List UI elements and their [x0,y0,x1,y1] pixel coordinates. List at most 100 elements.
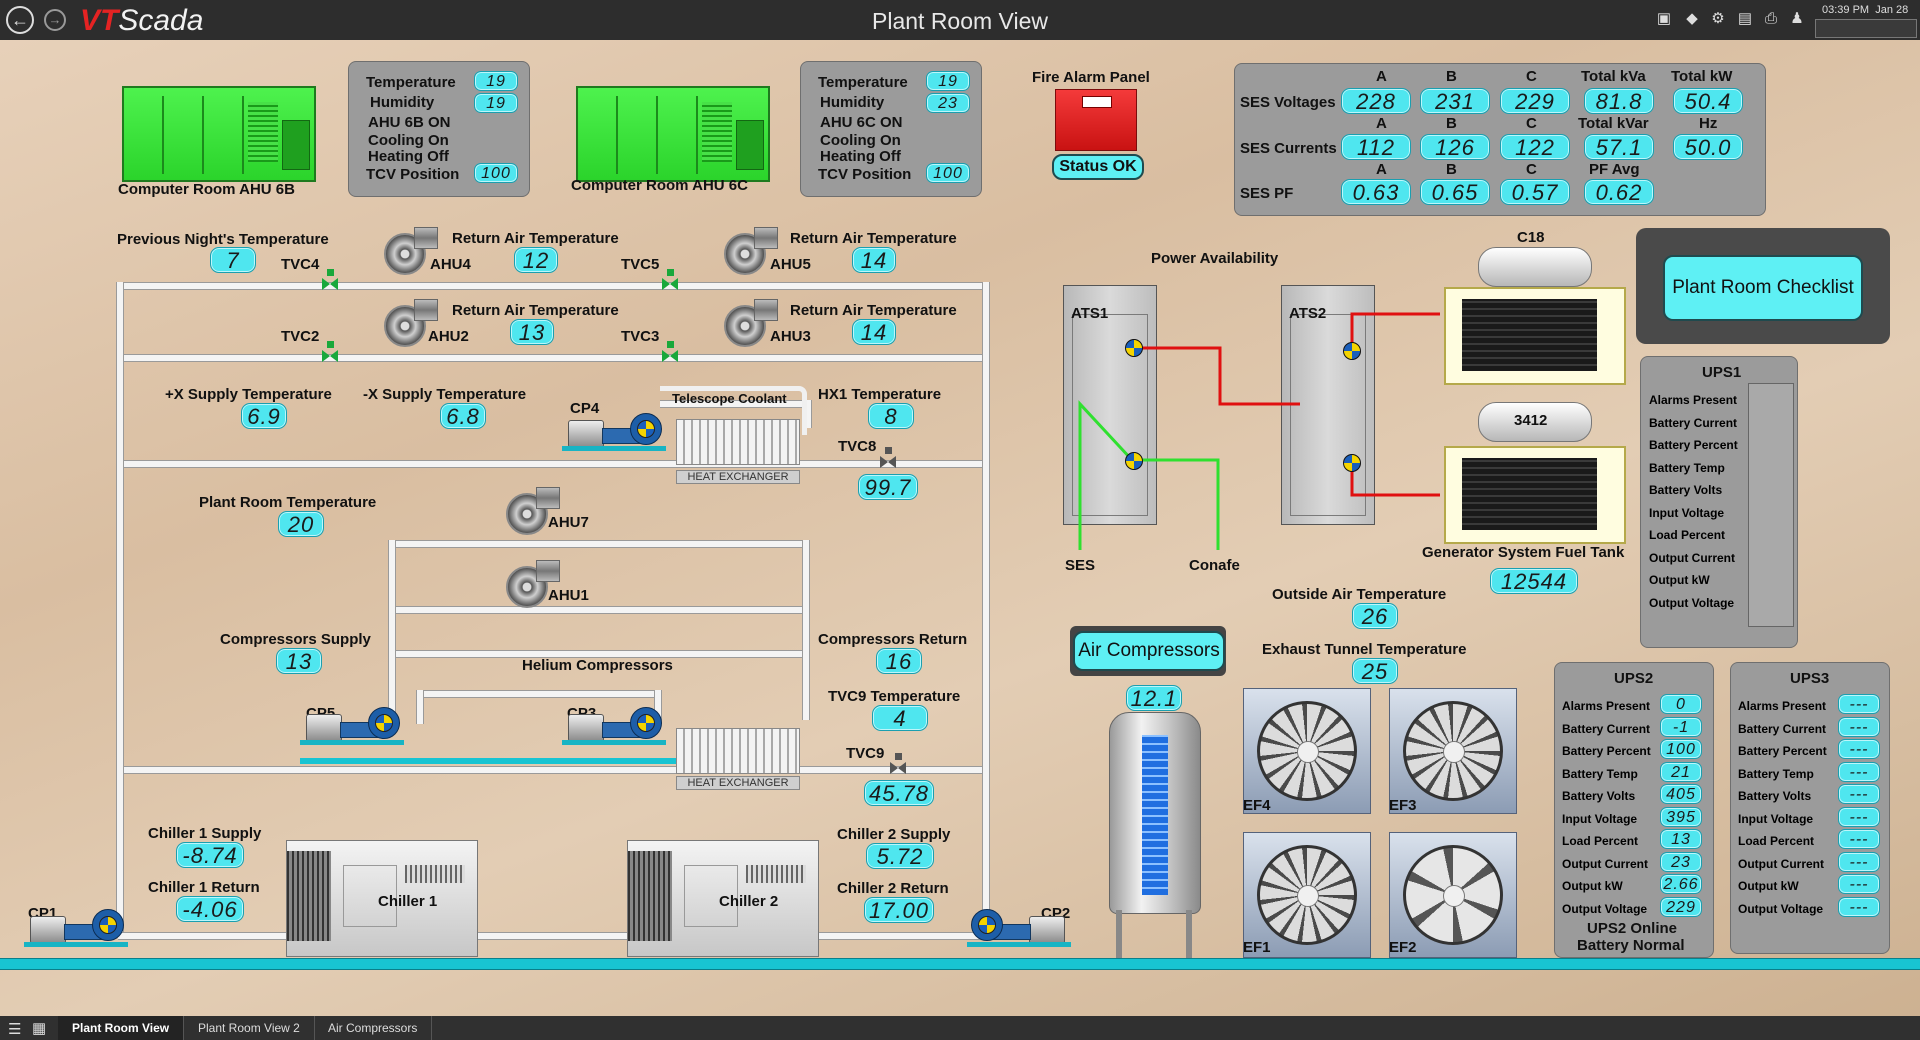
plant-room-temp-value: 20 [278,511,324,537]
tvc3-label: TVC3 [621,328,660,345]
ups3-value: --- [1838,851,1880,872]
ahu5-fan-icon[interactable] [724,227,778,275]
tvc8-value: 99.7 [858,474,918,500]
fire-alarm-status[interactable]: Status OK [1052,154,1144,180]
ahu-6b-status1: AHU 6B ON [368,114,451,131]
chiller-1[interactable] [286,840,478,957]
ups1-label: Alarms Present [1649,393,1738,407]
ups3-label: Load Percent [1738,834,1815,848]
ahu4-label: AHU4 [430,256,471,273]
ups2-label: Output Voltage [1562,901,1648,916]
ahu3-fan-icon[interactable] [724,299,778,347]
ahu2-fan-icon[interactable] [384,299,438,347]
ahu4-fan-icon[interactable] [384,227,438,275]
ups2-value: -1 [1660,716,1702,737]
tvc5-label: TVC5 [621,256,660,273]
c18-generator[interactable] [1444,287,1626,385]
chiller-2[interactable] [627,840,819,957]
ats2-breaker-1-icon[interactable] [1343,342,1361,360]
pipe [390,606,808,614]
cp2-pump-icon[interactable] [967,904,1071,947]
ses-col-a: A [1376,68,1387,85]
menu-icon[interactable]: ☰ [8,1021,22,1038]
ahu-6c-hum: 23 [926,93,970,113]
ats1-breaker-2-icon[interactable] [1125,452,1143,470]
pipe [118,932,998,940]
ahu5-ret-label: Return Air Temperature [790,230,957,247]
tvc9-valve-icon[interactable] [890,753,906,774]
ahu-6c-temp: 19 [926,71,970,91]
back-icon[interactable]: ← [6,6,34,34]
cp5-pump-icon[interactable] [300,702,404,745]
plus-x-label: +X Supply Temperature [165,386,332,403]
tag-icon[interactable]: ◆ [1686,10,1698,27]
comp-supply-value: 13 [276,648,322,674]
tab-air-compressors[interactable]: Air Compressors [314,1016,433,1040]
ses-pf-avg-label: PF Avg [1589,161,1640,178]
plant-room-checklist-button[interactable]: Plant Room Checklist [1663,255,1863,321]
ups3-label: Output kW [1738,879,1799,893]
ahu-6b-unit[interactable] [122,86,316,182]
pipe [660,400,810,408]
logo-scada: Scada [118,4,204,37]
air-compressors-button[interactable]: Air Compressors [1073,631,1225,671]
ahu-6c-unit[interactable] [576,86,770,182]
ef2-fan[interactable] [1389,832,1517,958]
ses-total-kvar-label: Total kVar [1578,115,1649,132]
ups2-values: 0 -1 100 21 405 395 13 23 2.66 229 [1660,694,1702,919]
clock-date: Jan 28 [1875,4,1909,16]
fire-alarm-panel-icon[interactable] [1055,89,1137,151]
forward-icon[interactable]: → [44,9,66,31]
ups2-value: 13 [1660,829,1702,849]
ses-pf-a: 0.63 [1341,179,1411,205]
pipe [660,386,807,435]
cp4-pump-icon[interactable] [562,408,666,451]
gear-icon[interactable]: ⚙ [1711,10,1725,27]
ahu3-label: AHU3 [770,328,811,345]
tank-leg [1186,910,1192,958]
ahu1-fan-icon[interactable] [506,560,560,608]
helium-label: Helium Compressors [522,657,673,674]
ahu3-ret-value: 14 [852,319,896,345]
tvc2-valve-icon[interactable] [322,341,338,362]
tvc8-valve-icon[interactable] [880,447,896,468]
ats2-breaker-2-icon[interactable] [1343,454,1361,472]
ahu4-ret-label: Return Air Temperature [452,230,619,247]
ef3-fan[interactable] [1389,688,1517,814]
image-icon[interactable]: ▣ [1656,10,1672,27]
ef4-label: EF4 [1243,797,1271,814]
printer-icon[interactable]: ⎙ [1764,10,1777,27]
g3412-tank-icon [1478,402,1592,442]
alarm-line[interactable] [1815,19,1917,38]
ups2-value: 21 [1660,761,1702,782]
cp1-pump-icon[interactable] [24,904,128,947]
ef4-fan[interactable] [1243,688,1371,814]
tvc4-label: TVC4 [281,256,320,273]
ses-col-c: C [1526,68,1537,85]
ups3-value: --- [1838,806,1880,827]
ups3-label: Output Current [1738,856,1824,871]
ahu-6b-status3: Heating Off [368,148,449,165]
tvc4-valve-icon[interactable] [322,269,338,290]
grid-icon[interactable]: ▦ [32,1020,47,1037]
ses-pf-b: 0.65 [1420,179,1490,205]
ch2-return-value: 17.00 [864,897,934,923]
ses-total-kvar: 57.1 [1584,134,1654,160]
tab-plant-room-view-2[interactable]: Plant Room View 2 [184,1016,315,1040]
tab-plant-room-view[interactable]: Plant Room View [58,1016,185,1040]
logo-vt: VT [80,4,119,37]
print-icon[interactable]: ▤ [1737,10,1753,27]
tvc3-valve-icon[interactable] [662,341,678,362]
ses-current-a: 112 [1341,134,1411,160]
ses-current-c: 122 [1500,134,1570,160]
ats1-breaker-1-icon[interactable] [1125,339,1143,357]
cp3-pump-icon[interactable] [562,702,666,745]
ef3-label: EF3 [1389,797,1417,814]
ef1-fan[interactable] [1243,832,1371,958]
tvc5-valve-icon[interactable] [662,269,678,290]
tvc8-label: TVC8 [838,438,877,455]
ahu7-fan-icon[interactable] [506,487,560,535]
g3412-generator[interactable] [1444,446,1626,544]
bell-icon[interactable]: ♟ [1790,10,1804,27]
ahu1-label: AHU1 [548,587,589,604]
